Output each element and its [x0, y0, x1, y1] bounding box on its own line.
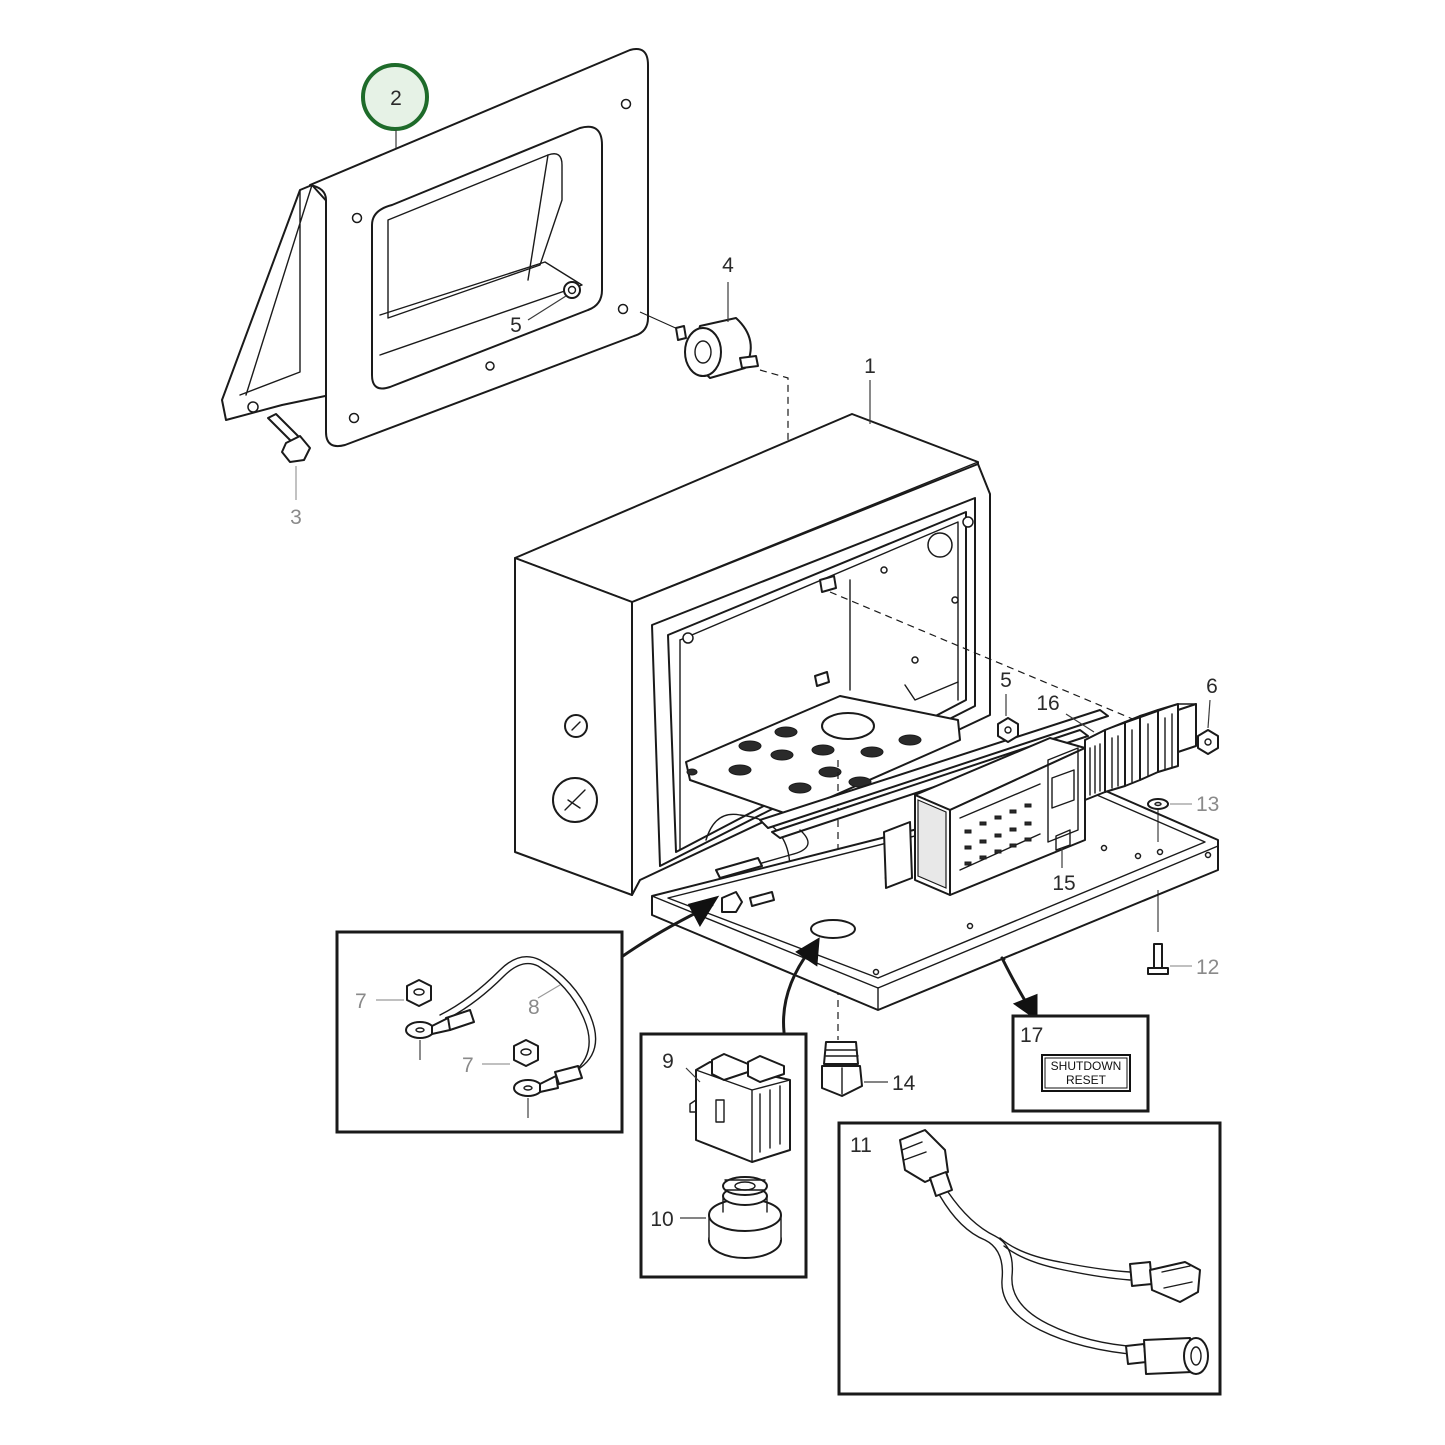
callout-6: 6	[1206, 675, 1218, 698]
callout-2: 2	[390, 87, 402, 110]
callout-13: 13	[1196, 793, 1219, 816]
detail-ground-strap	[335, 930, 624, 1134]
enclosure-box	[514, 413, 991, 906]
callout-4: 4	[722, 254, 734, 277]
callout-10: 10	[650, 1208, 673, 1231]
callout-5-upper: 5	[510, 314, 522, 337]
callout-17: 17	[1020, 1024, 1043, 1047]
mounting-bracket	[221, 48, 649, 448]
callout-9: 9	[662, 1050, 674, 1073]
callout-11: 11	[850, 1134, 872, 1157]
terminal-blocks-16	[1084, 703, 1197, 801]
callout-7-lower: 7	[462, 1054, 474, 1077]
cable-gland-14	[821, 1041, 863, 1097]
nut-7-lower	[513, 1039, 539, 1067]
nut-7-upper	[406, 979, 432, 1007]
shutdown-reset-decal	[1041, 1054, 1131, 1092]
callout-5-lower: 5	[1000, 669, 1012, 692]
callout-15: 15	[1052, 872, 1075, 895]
switch-base-10	[708, 1176, 782, 1259]
highlight-circle	[361, 63, 429, 131]
spacer-4	[639, 311, 759, 379]
callout-14: 14	[892, 1072, 916, 1095]
callout-16: 16	[1036, 692, 1059, 715]
ground-strap-8	[405, 956, 597, 1097]
wiring-harness-11	[899, 1129, 1209, 1375]
nut-6	[1197, 729, 1219, 755]
callout-8: 8	[528, 996, 540, 1019]
screw-12	[1147, 943, 1169, 975]
switch-9	[689, 1053, 791, 1163]
callout-7-upper: 7	[355, 990, 367, 1013]
decal-line-2: RESET	[1066, 1073, 1107, 1087]
bolt-3	[267, 413, 311, 463]
nut-5-lower	[997, 717, 1019, 743]
plc-module-15	[914, 737, 1086, 896]
plc-led-grid	[964, 803, 1032, 866]
callout-3: 3	[290, 506, 302, 529]
callout-12: 12	[1196, 956, 1219, 979]
gland-holes	[686, 726, 922, 794]
decal-line-1: SHUTDOWN	[1051, 1059, 1122, 1073]
washer-13	[1147, 798, 1169, 810]
detail-arrows	[618, 895, 1038, 1034]
callout-1: 1	[864, 355, 876, 378]
